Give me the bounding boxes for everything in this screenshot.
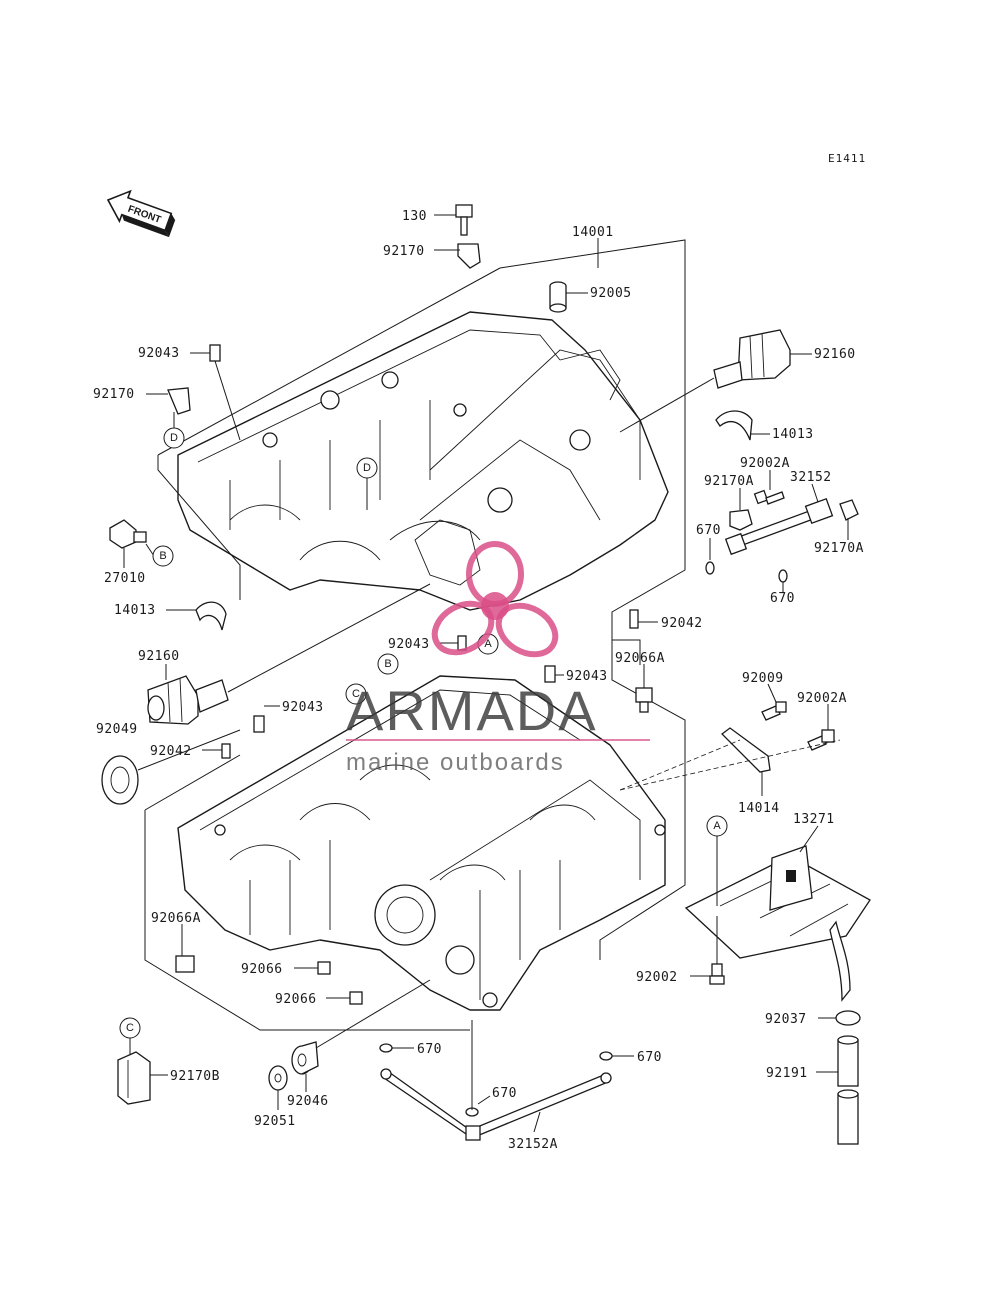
callout-130: 130 bbox=[402, 209, 427, 224]
ref-mark-c-lower: C bbox=[352, 688, 360, 700]
callout-92170A-b: 92170A bbox=[814, 541, 864, 556]
clamp-92170A-b bbox=[839, 499, 859, 521]
callout-670-d: 670 bbox=[637, 1050, 662, 1065]
plug-92066A-a bbox=[635, 687, 653, 713]
oil-pickup-tube bbox=[829, 920, 851, 1002]
callout-92043-a: 92043 bbox=[138, 346, 180, 361]
clamp-92170B bbox=[117, 1051, 151, 1105]
bolt-130 bbox=[455, 204, 473, 236]
callout-92042-b: 92042 bbox=[150, 744, 192, 759]
callout-92043-c: 92043 bbox=[566, 669, 608, 684]
gear-92160-lower bbox=[147, 675, 229, 725]
switch-27010 bbox=[109, 519, 147, 549]
callout-92066A-a: 92066A bbox=[615, 651, 665, 666]
screw-92009 bbox=[761, 701, 787, 721]
pin-92043-d bbox=[253, 715, 265, 733]
watermark-title: ARMADA bbox=[346, 679, 598, 742]
clamp-92170-left bbox=[167, 387, 191, 415]
bolt-92002A-upper bbox=[753, 489, 785, 505]
callout-32152A: 32152A bbox=[508, 1137, 558, 1152]
bolt-92002A-lower bbox=[807, 729, 835, 751]
callout-labels: 130 92170 14001 92005 92043 92160 92170 … bbox=[93, 209, 864, 1152]
callout-14013-a: 14013 bbox=[772, 427, 814, 442]
callout-92170-top: 92170 bbox=[383, 244, 425, 259]
callout-92042-a: 92042 bbox=[661, 616, 703, 631]
ref-mark-d-case: D bbox=[363, 462, 371, 474]
ref-mark-a-right: A bbox=[713, 820, 721, 832]
ref-mark-b-lower: B bbox=[384, 658, 391, 670]
plate-14014 bbox=[721, 727, 771, 773]
pipe-32152 bbox=[724, 497, 834, 556]
callout-14001: 14001 bbox=[572, 225, 614, 240]
callout-92049: 92049 bbox=[96, 722, 138, 737]
callout-14014: 14014 bbox=[738, 801, 780, 816]
callout-92160-a: 92160 bbox=[814, 347, 856, 362]
baffle-plate-13271 bbox=[684, 845, 871, 959]
pin-92043-upper bbox=[209, 344, 221, 362]
callout-13271: 13271 bbox=[793, 812, 835, 827]
hose-92191 bbox=[837, 1035, 859, 1145]
callout-92066A-b: 92066A bbox=[151, 911, 201, 926]
ref-mark-b-left: B bbox=[159, 550, 166, 562]
oring-670-b bbox=[778, 569, 788, 583]
watermark: ARMADA marine outboards bbox=[346, 541, 650, 776]
callout-92002A-a: 92002A bbox=[740, 456, 790, 471]
callout-670-c: 670 bbox=[417, 1042, 442, 1057]
gear-92160-upper bbox=[713, 329, 791, 389]
plug-92066-b bbox=[349, 991, 363, 1005]
pipe-32152A bbox=[380, 1068, 612, 1141]
clamp-92037 bbox=[835, 1010, 861, 1026]
callout-92046: 92046 bbox=[287, 1094, 329, 1109]
callout-92170A-a: 92170A bbox=[704, 474, 754, 489]
oring-670-d bbox=[599, 1051, 613, 1061]
callout-92002: 92002 bbox=[636, 970, 678, 985]
dowel-92042-a bbox=[629, 609, 639, 629]
callout-92002A-b: 92002A bbox=[797, 691, 847, 706]
washer-92051 bbox=[268, 1065, 288, 1091]
callout-670-a: 670 bbox=[696, 523, 721, 538]
clamp-92170-top bbox=[457, 243, 481, 269]
callout-670-b: 670 bbox=[770, 591, 795, 606]
clamp-92170A-a bbox=[729, 509, 753, 531]
callout-92043-b: 92043 bbox=[388, 637, 430, 652]
callout-14013-b: 14013 bbox=[114, 603, 156, 618]
bolt-92002 bbox=[709, 963, 725, 985]
callout-92043-d: 92043 bbox=[282, 700, 324, 715]
clip-14013-lower bbox=[195, 601, 227, 631]
callout-92051: 92051 bbox=[254, 1114, 296, 1129]
plug-92066-a bbox=[317, 961, 331, 975]
bushing-92046 bbox=[291, 1041, 319, 1075]
watermark-subtitle: marine outboards bbox=[346, 749, 565, 776]
oring-670-c bbox=[379, 1043, 393, 1053]
ref-mark-d-left: D bbox=[170, 432, 178, 444]
callout-92191: 92191 bbox=[766, 1066, 808, 1081]
ref-mark-a-upper: A bbox=[484, 638, 492, 650]
pin-92043-c bbox=[544, 665, 556, 683]
upper-crankcase bbox=[177, 311, 669, 611]
plug-92066A-b bbox=[175, 955, 195, 973]
ref-mark-c-left: C bbox=[126, 1022, 134, 1034]
callout-92160-b: 92160 bbox=[138, 649, 180, 664]
callout-92170-left: 92170 bbox=[93, 387, 135, 402]
callout-92005: 92005 bbox=[590, 286, 632, 301]
callout-92037: 92037 bbox=[765, 1012, 807, 1027]
dowel-92005 bbox=[549, 281, 567, 313]
callout-92170B: 92170B bbox=[170, 1069, 220, 1084]
clip-14013-upper bbox=[715, 410, 753, 441]
callout-92066-b: 92066 bbox=[275, 992, 317, 1007]
oil-seal-92049 bbox=[101, 755, 139, 805]
propeller-logo-icon bbox=[431, 541, 559, 658]
callout-92009: 92009 bbox=[742, 671, 784, 686]
callout-670-e: 670 bbox=[492, 1086, 517, 1101]
oring-670-a bbox=[705, 561, 715, 575]
diagram-code: E1411 bbox=[828, 152, 866, 165]
group-bracket-14001 bbox=[157, 239, 686, 665]
front-arrow-icon: FRONT bbox=[106, 189, 176, 238]
callout-92066-a: 92066 bbox=[241, 962, 283, 977]
dowel-92042-b bbox=[221, 743, 231, 759]
lower-crankcase bbox=[177, 675, 666, 1011]
callout-27010: 27010 bbox=[104, 571, 146, 586]
callout-32152: 32152 bbox=[790, 470, 832, 485]
